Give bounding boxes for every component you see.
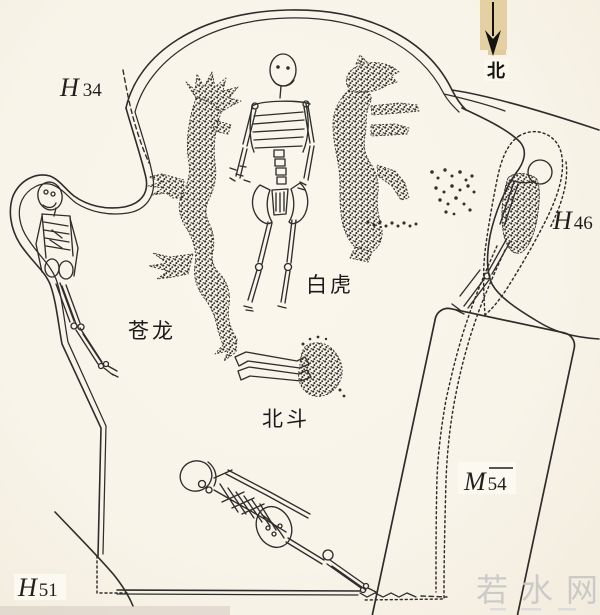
h34-boundary bbox=[122, 69, 150, 164]
label-dragon: 苍龙 bbox=[128, 319, 176, 343]
m54-outline bbox=[363, 245, 576, 615]
east-skeleton-h46 bbox=[451, 159, 553, 315]
skull bbox=[37, 181, 63, 211]
shell-tiger-mosaic bbox=[332, 54, 420, 263]
watermark-text: 若水网 bbox=[476, 571, 600, 609]
north-label: 北 bbox=[487, 61, 505, 82]
label-dipper: 北斗 bbox=[262, 407, 310, 431]
pit-outline-m45 bbox=[9, 9, 600, 598]
west-niche-skeleton bbox=[35, 181, 119, 378]
central-skeleton bbox=[229, 53, 315, 312]
dipper-shell-cluster bbox=[298, 342, 343, 397]
photo-edge-shade bbox=[0, 606, 230, 615]
scattered-shells bbox=[430, 168, 476, 216]
pelvis bbox=[251, 184, 273, 225]
big-dipper bbox=[234, 335, 346, 398]
skull bbox=[527, 159, 553, 185]
pelvis bbox=[255, 505, 293, 549]
h46-boundary bbox=[482, 131, 568, 316]
south-skeleton bbox=[179, 460, 377, 594]
compass: 北 bbox=[480, 0, 509, 82]
watermark: 若水网 bbox=[476, 571, 600, 611]
dipper-bone-1 bbox=[234, 351, 310, 369]
label-tiger: 白虎 bbox=[306, 273, 354, 297]
h51-boundary bbox=[54, 511, 134, 607]
north-arrow-head bbox=[485, 30, 501, 56]
shell-dragon-mosaic bbox=[147, 71, 242, 362]
skull bbox=[179, 460, 213, 492]
shell-row bbox=[366, 220, 418, 228]
